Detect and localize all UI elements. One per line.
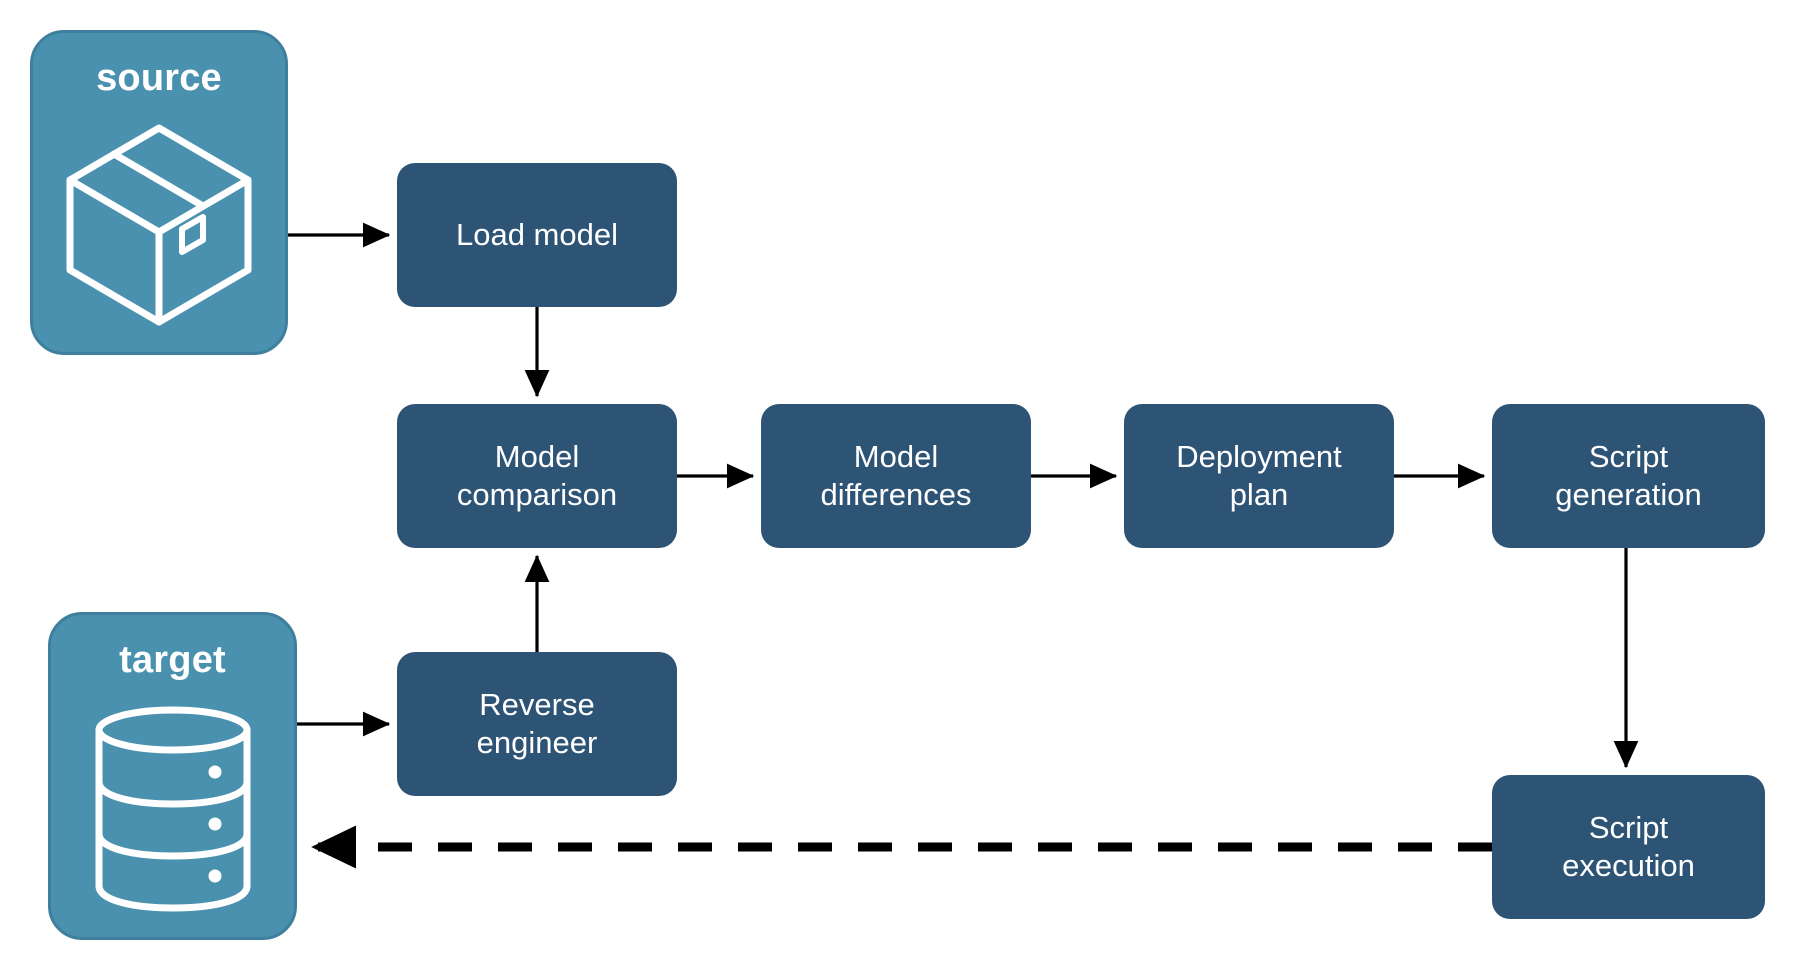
node-load-model-label: Load model	[455, 217, 618, 253]
node-script-execution[interactable]: Script execution	[1492, 775, 1765, 919]
node-deployment-plan-label: Deployment plan	[1176, 439, 1342, 512]
node-script-execution-label: Script execution	[1562, 810, 1695, 883]
node-deployment-plan[interactable]: Deployment plan	[1124, 404, 1394, 548]
endpoint-source-label: source	[96, 57, 222, 99]
package-box-icon	[33, 97, 285, 352]
node-model-comparison[interactable]: Model comparison	[397, 404, 677, 548]
node-script-generation-label: Script generation	[1555, 439, 1702, 512]
node-reverse-engineer-label: Reverse engineer	[476, 687, 598, 760]
node-script-generation[interactable]: Script generation	[1492, 404, 1765, 548]
node-model-differences[interactable]: Model differences	[761, 404, 1031, 548]
node-model-differences-label: Model differences	[820, 439, 972, 512]
endpoint-target-label: target	[119, 639, 226, 681]
endpoint-source[interactable]: source	[30, 30, 288, 355]
node-reverse-engineer[interactable]: Reverse engineer	[397, 652, 677, 796]
endpoint-target[interactable]: target	[48, 612, 297, 940]
database-cylinder-icon	[51, 679, 294, 937]
node-model-comparison-label: Model comparison	[456, 439, 618, 512]
node-load-model[interactable]: Load model	[397, 163, 677, 307]
